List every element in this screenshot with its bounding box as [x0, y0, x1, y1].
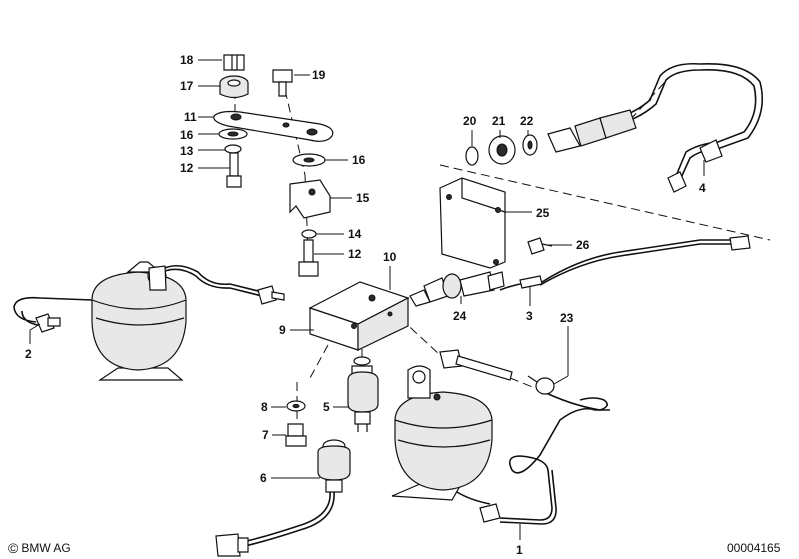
pipe-end-fitting-4: [667, 139, 723, 193]
label-17: 17: [180, 79, 194, 93]
label-14: 14: [348, 227, 362, 241]
mounting-hardware-stack: [213, 54, 334, 277]
label-10: 10: [383, 250, 397, 264]
label-4: 4: [699, 181, 706, 195]
label-18: 18: [180, 53, 194, 67]
label-5: 5: [323, 400, 330, 414]
label-24: 24: [453, 309, 467, 323]
copyright-footer: © BMW AG: [8, 540, 71, 556]
label-13: 13: [180, 144, 194, 158]
brand-name: BMW AG: [21, 541, 71, 555]
brake-pipes: [13, 62, 764, 525]
label-26: 26: [576, 238, 590, 252]
right-pressure-accumulator: [391, 365, 493, 501]
label-19: 19: [312, 68, 326, 82]
bracket-25: [439, 177, 506, 269]
label-11: 11: [184, 110, 197, 124]
part-labels: 18 17 11 16 13 12 19 16 15 14 12 10 9 2 …: [25, 53, 706, 557]
label-23: 23: [560, 311, 574, 325]
label-21: 21: [492, 114, 506, 128]
left-pressure-accumulator: [91, 261, 187, 381]
label-2: 2: [25, 347, 32, 361]
label-7: 7: [262, 428, 269, 442]
hose-fittings-20-22: [465, 109, 637, 166]
label-25: 25: [536, 206, 550, 220]
label-22: 22: [520, 114, 534, 128]
label-16-upper: 16: [180, 128, 194, 142]
valve-block: [308, 281, 410, 351]
label-16-lower: 16: [352, 153, 366, 167]
label-12-upper: 12: [180, 161, 194, 175]
label-12-lower: 12: [348, 247, 362, 261]
pressure-switch-6: [215, 439, 351, 557]
label-15: 15: [356, 191, 370, 205]
label-3: 3: [526, 309, 533, 323]
diagram-number: 00004165: [727, 541, 781, 555]
pressure-switch-5: [347, 356, 379, 432]
label-6: 6: [260, 471, 267, 485]
label-9: 9: [279, 323, 286, 337]
screw-26: [527, 237, 553, 255]
washer-8-and-plug-7: [285, 400, 307, 447]
label-8: 8: [261, 400, 268, 414]
copyright-symbol: ©: [8, 540, 19, 556]
label-20: 20: [463, 114, 477, 128]
leader-lines: [29, 59, 705, 540]
union-fittings: [35, 235, 751, 523]
label-1: 1: [516, 543, 523, 557]
